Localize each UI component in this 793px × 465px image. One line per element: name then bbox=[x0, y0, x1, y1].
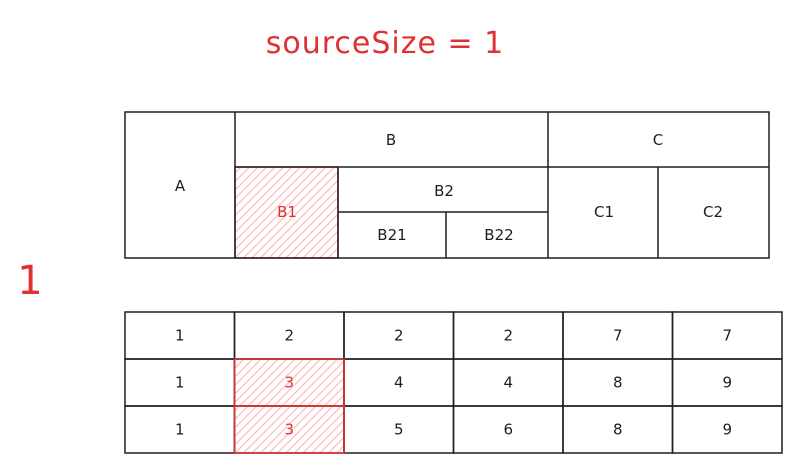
grid-cell-label: 7 bbox=[722, 327, 732, 345]
grid-cell-label: 4 bbox=[503, 374, 513, 392]
grid-cell-label: 8 bbox=[613, 374, 623, 392]
grid-cell-label: 3 bbox=[284, 374, 294, 392]
cell-b2-label: B2 bbox=[434, 182, 454, 200]
cell-a-label: A bbox=[175, 177, 186, 195]
grid-cell-label: 8 bbox=[613, 421, 623, 439]
grid-cell-label: 9 bbox=[722, 374, 732, 392]
cell-b1-label: B1 bbox=[277, 203, 297, 221]
header-table: A B C B1 B2 B21 B22 C1 C2 bbox=[124, 111, 770, 259]
grid-cell-label: 2 bbox=[394, 327, 404, 345]
cell-b-label: B bbox=[386, 131, 396, 149]
cell-b1-highlight bbox=[234, 166, 339, 259]
cell-c-label: C bbox=[653, 131, 663, 149]
grid-cell-label: 2 bbox=[284, 327, 294, 345]
grid-cell-label: 5 bbox=[394, 421, 404, 439]
grid-cell-label: 4 bbox=[394, 374, 404, 392]
grid-cell-label: 2 bbox=[503, 327, 513, 345]
header-outer-frame bbox=[124, 111, 770, 259]
cell-c1-label: C1 bbox=[594, 203, 614, 221]
cell-b21-label: B21 bbox=[377, 226, 406, 244]
grid-cell-label: 6 bbox=[503, 421, 513, 439]
cell-b22-label: B22 bbox=[484, 226, 513, 244]
grid-cell-highlight bbox=[233, 405, 345, 454]
grid-cell-label: 3 bbox=[284, 421, 294, 439]
grid-cell-label: 1 bbox=[175, 327, 185, 345]
diagram-title: sourceSize = 1 bbox=[266, 26, 505, 61]
grid-cell-label: 9 bbox=[722, 421, 732, 439]
grid-cell-label: 1 bbox=[175, 374, 185, 392]
grid-cell-label: 1 bbox=[175, 421, 185, 439]
index-grid: 1 2 2 2 7 7 1 3 4 4 8 9 1 3 5 6 8 9 bbox=[124, 311, 783, 454]
grid-cell bbox=[671, 405, 783, 454]
grid-cell-label: 7 bbox=[613, 327, 623, 345]
side-label: 1 bbox=[17, 258, 42, 304]
cell-c2-label: C2 bbox=[703, 203, 723, 221]
